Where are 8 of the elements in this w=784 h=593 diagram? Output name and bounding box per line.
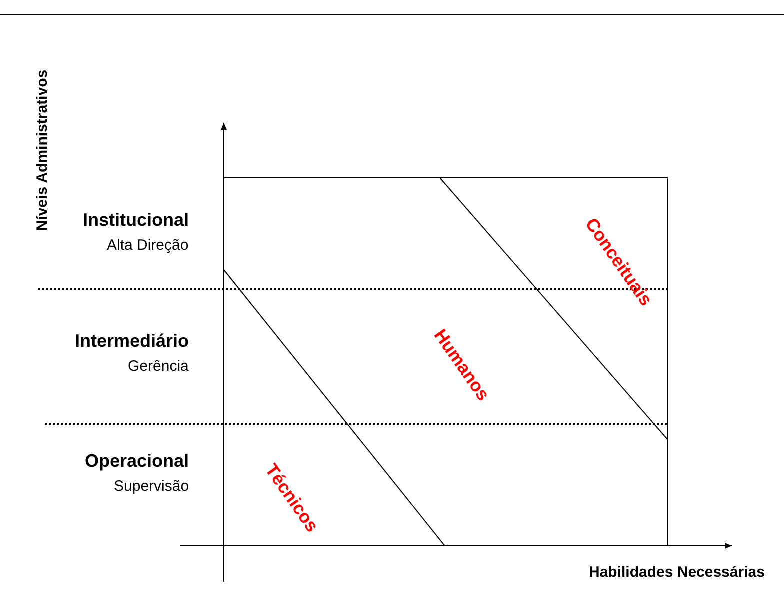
axis-title: Níveis Administrativos xyxy=(34,69,50,231)
axis-title: Habilidades Necessárias xyxy=(589,564,765,580)
level-subtitle: Alta Direção xyxy=(107,238,189,252)
level-title: Institucional xyxy=(83,211,190,229)
level-subtitle: Gerência xyxy=(128,358,189,374)
level-title: Intermediário xyxy=(75,332,190,350)
level-subtitle: Supervisão xyxy=(114,478,190,494)
level-title: Operacional xyxy=(85,452,190,470)
